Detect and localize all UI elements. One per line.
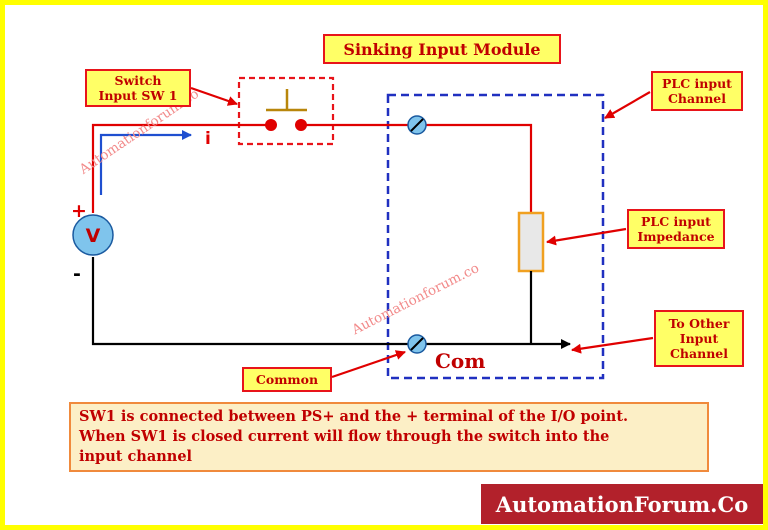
callout-impedance-arrow (546, 227, 627, 246)
circuit-diagram: V (72, 76, 654, 380)
diagram-title: Sinking Input Module (323, 34, 561, 64)
description-line: When SW1 is closed current will flow thr… (79, 428, 610, 445)
common-terminal (407, 334, 427, 354)
plus-sign: + (71, 200, 87, 222)
description-line: input channel (79, 448, 193, 465)
label-to-other-input-channel: To Other Input Channel (654, 310, 744, 367)
current-label: i (205, 129, 211, 149)
callout-channel-arrow (604, 91, 651, 119)
callout-switch-arrow (190, 86, 238, 106)
positive-wire-right (301, 123, 533, 213)
description-line: SW1 is connected between PS+ and the + t… (79, 408, 629, 425)
voltmeter-source: V (72, 214, 114, 256)
switch-contact-left (265, 119, 277, 131)
label-plc-input-channel: PLC input Channel (651, 71, 743, 111)
current-arrow (99, 130, 192, 195)
impedance-resistor (517, 211, 545, 273)
label-common: Common (242, 367, 332, 392)
switch-contact-right (295, 119, 307, 131)
label-switch-input: Switch Input SW 1 (85, 69, 191, 107)
minus-sign: - (73, 263, 81, 285)
label-plc-input-impedance: PLC input Impedance (627, 209, 725, 249)
callout-common-arrow (331, 350, 406, 379)
callout-other-arrow (571, 336, 654, 354)
voltmeter-symbol: V (86, 225, 101, 247)
common-wire (91, 257, 571, 349)
input-terminal (407, 115, 427, 135)
description-box: SW1 is connected between PS+ and the + t… (69, 402, 709, 472)
brand-banner: AutomationForum.Co (479, 482, 763, 525)
positive-wire-left (91, 123, 271, 213)
plc-module-box (386, 93, 605, 380)
com-label: Com (435, 349, 486, 373)
